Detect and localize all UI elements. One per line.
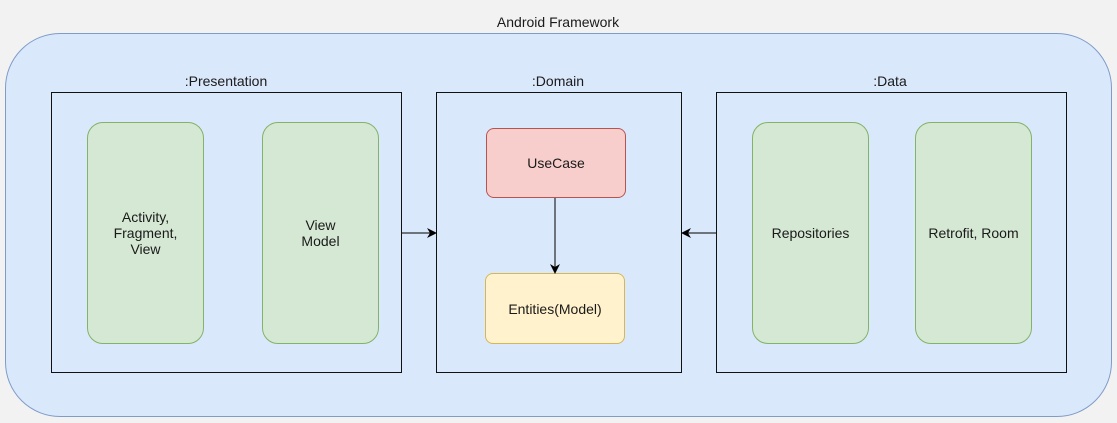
retrofit-room-node: Retrofit, Room (915, 122, 1032, 344)
framework-title: Android Framework (496, 14, 620, 30)
data-layer-title: :Data (873, 73, 907, 89)
usecase-node: UseCase (486, 128, 626, 198)
activity-fragment-view-node: Activity, Fragment, View (87, 122, 204, 344)
view-model-node: View Model (262, 122, 379, 344)
presentation-layer-title: :Presentation (184, 73, 268, 89)
repositories-node: Repositories (752, 122, 869, 344)
domain-layer-title: :Domain (531, 73, 585, 89)
entities-model-node: Entities(Model) (485, 273, 625, 344)
